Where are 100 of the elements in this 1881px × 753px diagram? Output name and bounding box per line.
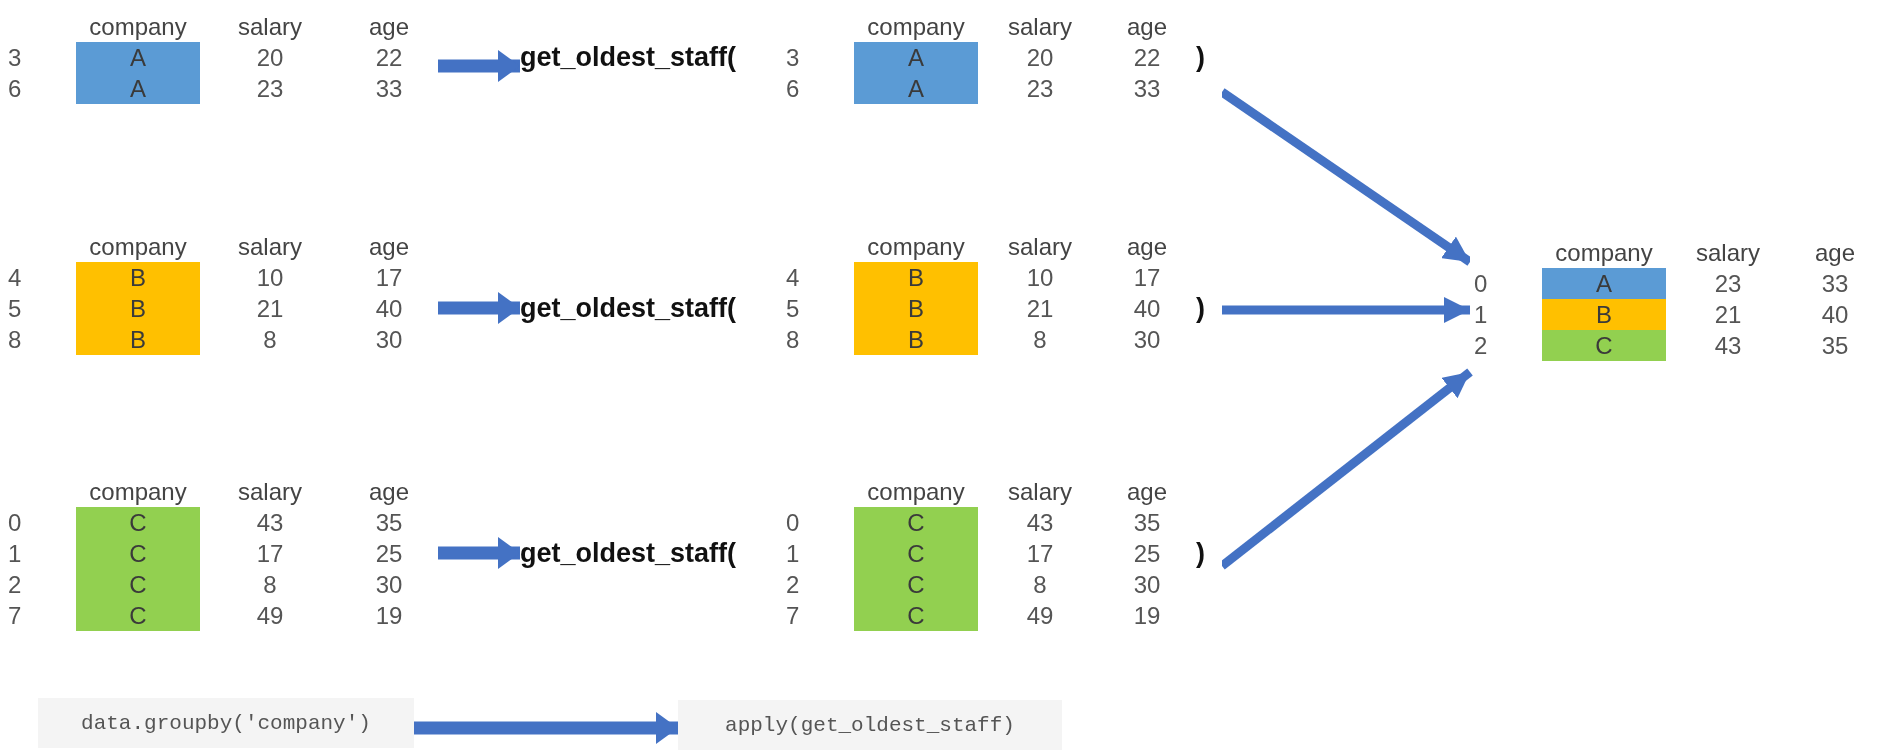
row-index: 3 — [785, 43, 801, 73]
table-cell-text: 20 — [1025, 43, 1055, 73]
table-cell-text: 19 — [1132, 601, 1162, 631]
company-cell: C — [1542, 330, 1666, 361]
table-cell-text: 35 — [374, 508, 404, 538]
row-index: 1 — [7, 539, 23, 569]
arrow — [438, 537, 520, 569]
table-cell-text: 30 — [374, 570, 404, 600]
arrow — [1222, 297, 1470, 323]
column-header: age — [1813, 238, 1856, 268]
row-index: 2 — [7, 570, 23, 600]
table-cell-text: 23 — [255, 74, 285, 104]
column-header: age — [367, 477, 410, 507]
table-cell-text: 40 — [1132, 294, 1162, 324]
column-header: salary — [1695, 238, 1761, 268]
table-cell-text: 33 — [1820, 269, 1850, 299]
table-cell-text: 43 — [1713, 331, 1743, 361]
company-cell: B — [854, 262, 978, 293]
table-cell-text: 40 — [1820, 300, 1850, 330]
row-index: 2 — [785, 570, 801, 600]
table-cell-text: 19 — [374, 601, 404, 631]
table-cell-text: 49 — [255, 601, 285, 631]
table-cell-text: 25 — [1132, 539, 1162, 569]
table-cell-text: 8 — [1032, 570, 1048, 600]
table-cell-text: 21 — [1713, 300, 1743, 330]
row-index: 5 — [785, 294, 801, 324]
table-cell-text: 8 — [1032, 325, 1048, 355]
row-index: 0 — [7, 508, 23, 538]
column-header: age — [1125, 232, 1168, 262]
company-cell: C — [854, 569, 978, 600]
company-cell: A — [76, 73, 200, 104]
table-cell-text: 30 — [1132, 325, 1162, 355]
company-cell: C — [854, 507, 978, 538]
row-index: 6 — [785, 74, 801, 104]
column-header: age — [1125, 12, 1168, 42]
closing-parenthesis: ) — [1196, 42, 1205, 73]
column-header: company — [866, 12, 966, 42]
table-cell-text: 35 — [1132, 508, 1162, 538]
company-cell: B — [76, 262, 200, 293]
row-index: 5 — [7, 294, 23, 324]
code-snippet: apply(get_oldest_staff) — [678, 700, 1062, 750]
column-header: salary — [1007, 12, 1073, 42]
table-cell-text: 8 — [262, 325, 278, 355]
company-cell: B — [76, 324, 200, 355]
company-cell: C — [854, 600, 978, 631]
closing-parenthesis: ) — [1196, 538, 1205, 569]
table-cell-text: 22 — [374, 43, 404, 73]
arrow — [438, 292, 520, 324]
table-cell-text: 43 — [1025, 508, 1055, 538]
company-cell: C — [854, 538, 978, 569]
table-cell-text: 17 — [255, 539, 285, 569]
row-index: 4 — [7, 263, 23, 293]
table-cell-text: 10 — [1025, 263, 1055, 293]
row-index: 4 — [785, 263, 801, 293]
column-header: salary — [237, 12, 303, 42]
table-cell-text: 33 — [1132, 74, 1162, 104]
row-index: 3 — [7, 43, 23, 73]
column-header: salary — [1007, 232, 1073, 262]
table-cell-text: 17 — [1132, 263, 1162, 293]
table-cell-text: 22 — [1132, 43, 1162, 73]
function-call-text: get_oldest_staff( — [520, 538, 738, 569]
column-header: age — [1125, 477, 1168, 507]
table-cell-text: 17 — [374, 263, 404, 293]
company-cell: A — [854, 73, 978, 104]
company-cell: A — [854, 42, 978, 73]
company-cell: C — [76, 569, 200, 600]
row-index: 7 — [7, 601, 23, 631]
column-header: age — [367, 232, 410, 262]
table-cell-text: 21 — [255, 294, 285, 324]
arrow — [438, 50, 520, 82]
row-index: 6 — [7, 74, 23, 104]
company-cell: C — [76, 507, 200, 538]
column-header: company — [866, 477, 966, 507]
table-cell-text: 10 — [255, 263, 285, 293]
column-header: age — [367, 12, 410, 42]
company-cell: B — [854, 293, 978, 324]
company-cell: A — [76, 42, 200, 73]
closing-parenthesis: ) — [1196, 293, 1205, 324]
row-index: 0 — [785, 508, 801, 538]
table-cell-text: 23 — [1713, 269, 1743, 299]
company-cell: A — [1542, 268, 1666, 299]
table-cell-text: 21 — [1025, 294, 1055, 324]
row-index: 8 — [785, 325, 801, 355]
code-snippet: data.groupby('company') — [38, 698, 414, 748]
table-cell-text: 49 — [1025, 601, 1055, 631]
column-header: company — [88, 12, 188, 42]
row-index: 8 — [7, 325, 23, 355]
table-cell-text: 40 — [374, 294, 404, 324]
row-index: 2 — [1473, 331, 1489, 361]
table-cell-text: 8 — [262, 570, 278, 600]
company-cell: B — [1542, 299, 1666, 330]
column-header: salary — [1007, 477, 1073, 507]
column-header: company — [88, 477, 188, 507]
column-header: company — [1554, 238, 1654, 268]
row-index: 1 — [785, 539, 801, 569]
table-cell-text: 30 — [374, 325, 404, 355]
row-index: 1 — [1473, 300, 1489, 330]
company-cell: C — [76, 600, 200, 631]
column-header: company — [866, 232, 966, 262]
company-cell: C — [76, 538, 200, 569]
